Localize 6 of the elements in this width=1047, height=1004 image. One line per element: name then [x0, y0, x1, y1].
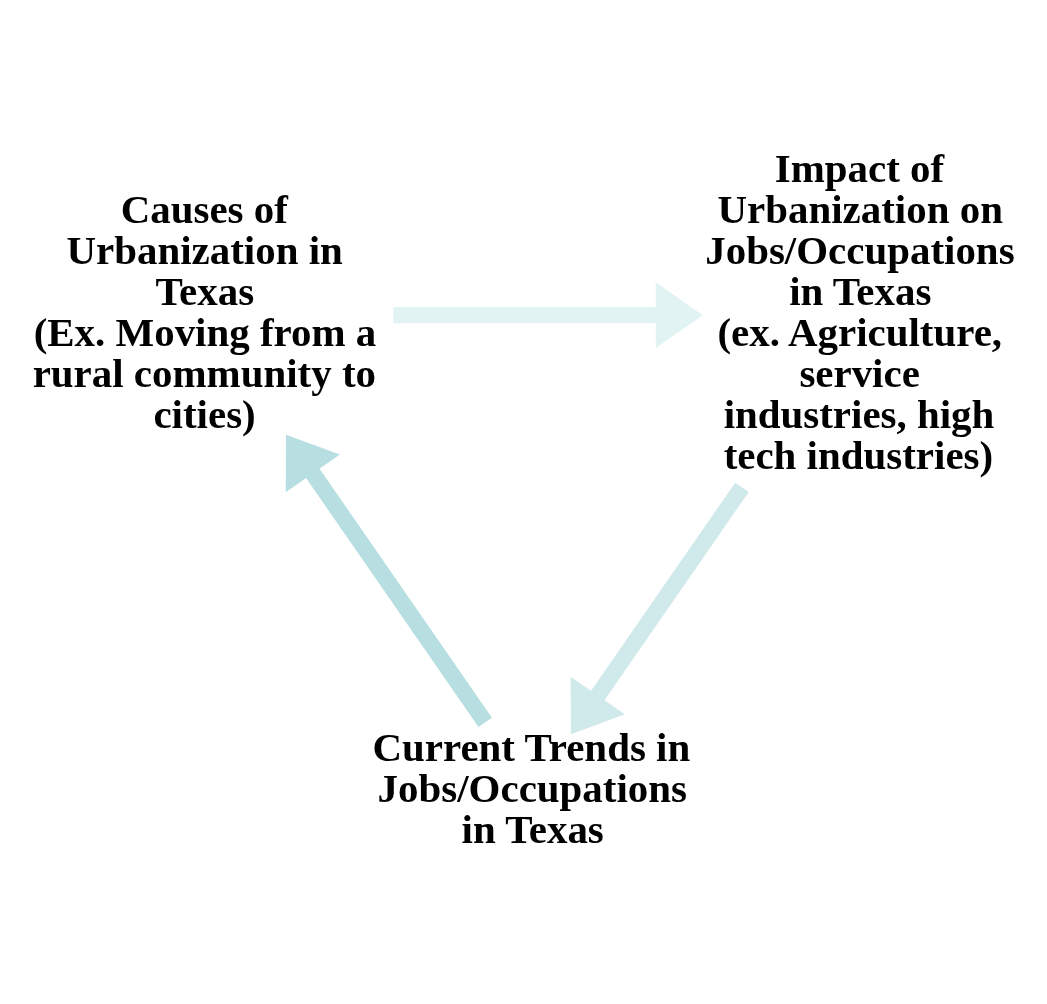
- node-text: Causes of Urbanization in Texas (Ex. Moving from a rural community to cities): [32, 186, 377, 437]
- arrow: [393, 281, 703, 348]
- arrow: [285, 434, 492, 727]
- node-text: Impact of Urbanization on Jobs/Occupations in Texas (ex. Agriculture, service industries, high tech industries): [705, 145, 1015, 478]
- arrow: [570, 482, 749, 734]
- node-text: Current Trends in Jobs/Occupations in Texas: [372, 724, 691, 852]
